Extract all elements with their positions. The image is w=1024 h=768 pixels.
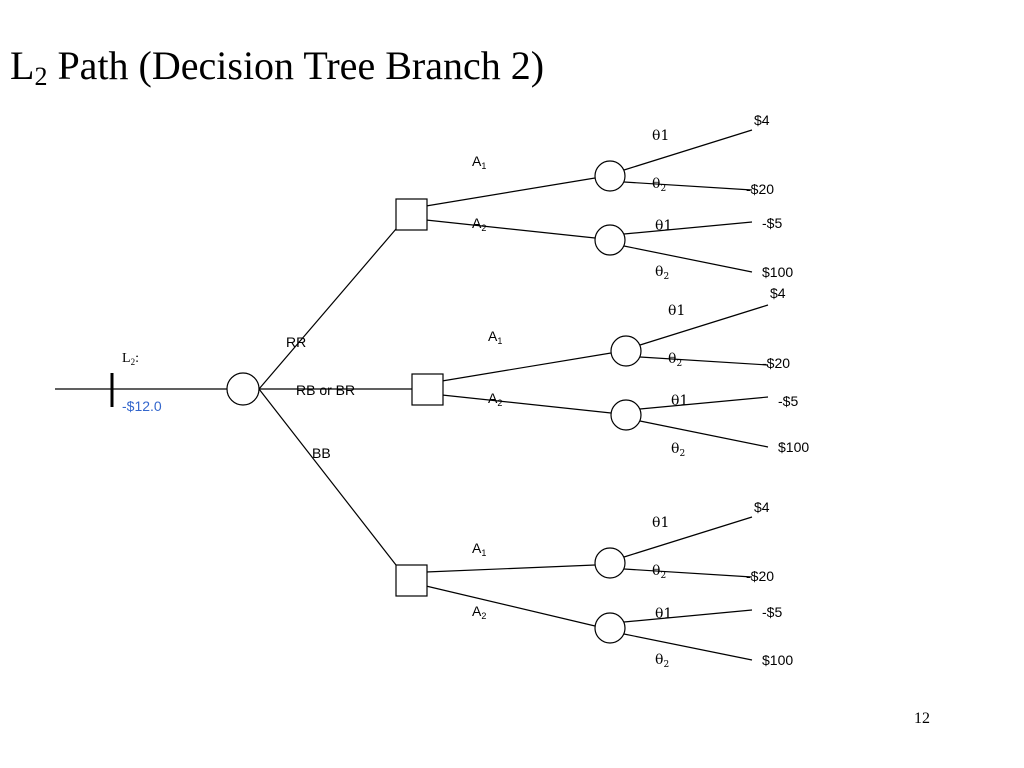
payoff-value: $100 [778,439,809,455]
state-branch-line [623,516,753,558]
state-branch-line [623,221,753,235]
payoff-value: $100 [762,652,793,668]
chance-node [610,335,642,367]
chance-node [594,160,626,192]
action-label: A1 [472,540,486,558]
root-label: L2: [122,351,139,367]
action-branch-line [425,177,596,207]
action-branch-line [425,219,596,239]
state-label: θ2 [652,176,666,194]
outcome-branch-line [258,228,397,390]
chance-node [594,547,626,579]
action-label: A2 [472,603,486,621]
decision-node [395,564,428,597]
state-label: θ1 [652,515,669,531]
decision-node [411,373,444,406]
action-branch-line [441,352,612,382]
title-main: L [10,43,35,88]
outcome-branch-line [258,388,397,566]
state-branch-line [639,304,769,346]
decision-node [395,198,428,231]
payoff-value: -$20 [762,355,790,371]
title-subscript: 2 [34,62,48,91]
payoff-value: -$5 [762,604,782,620]
state-branch-line [623,609,753,623]
title-rest: Path (Decision Tree Branch 2) [47,43,545,88]
action-label: A2 [488,390,502,408]
state-label: θ1 [652,128,669,144]
action-branch-line [425,564,596,573]
payoff-value: $4 [754,112,770,128]
chance-node [594,224,626,256]
action-label: A1 [472,153,486,171]
payoff-value: -$20 [746,568,774,584]
action-branch-line [425,585,596,627]
state-label: θ2 [652,563,666,581]
state-label: θ1 [668,303,685,319]
outcome-label: BB [312,445,331,461]
state-branch-line [639,420,769,448]
payoff-value: $4 [770,285,786,301]
state-label: θ2 [655,264,669,282]
page-number: 12 [914,710,930,727]
action-label: A2 [472,215,486,233]
state-label: θ1 [671,393,688,409]
outcome-label: RR [286,334,306,350]
state-branch-line [623,129,753,171]
chance-node [594,612,626,644]
payoff-value: -$5 [762,215,782,231]
state-branch-line [623,245,753,273]
state-label: θ2 [671,441,685,459]
state-branch-line [623,181,753,191]
state-label: θ2 [668,351,682,369]
slide-title: L2 Path (Decision Tree Branch 2) [10,42,544,101]
state-branch-line [639,356,769,366]
state-branch-line [623,568,753,578]
action-label: A1 [488,328,502,346]
payoff-value: -$20 [746,181,774,197]
state-label: θ1 [655,606,672,622]
state-label: θ1 [655,218,672,234]
payoff-value: $4 [754,499,770,515]
state-branch-line [623,633,753,661]
payoff-value: -$5 [778,393,798,409]
state-label: θ2 [655,652,669,670]
state-branch-line [639,396,769,410]
outcome-label: RB or BR [296,382,355,398]
root-chance-node [226,372,260,406]
chance-node [610,399,642,431]
payoff-value: $100 [762,264,793,280]
action-branch-line [441,394,612,414]
root-value: -$12.0 [122,398,162,414]
